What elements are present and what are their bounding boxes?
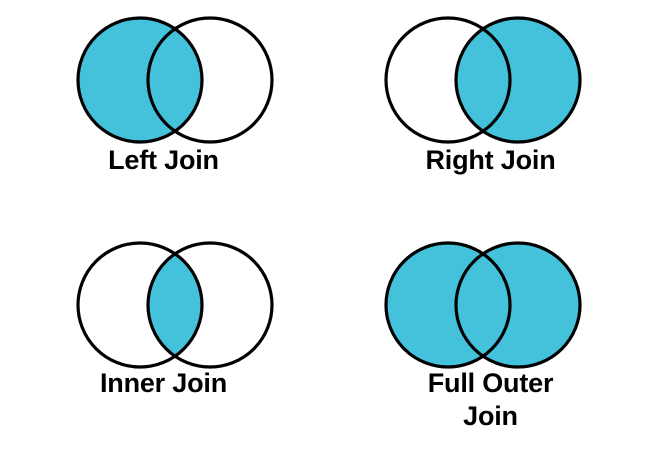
diagram-full-outer-join: Full Outer Join [327, 237, 654, 474]
right-circle-outline [454, 241, 582, 369]
intersection-fill [148, 243, 202, 367]
label-inner-join: Inner Join [99, 368, 227, 398]
venn-svg-full-outer-join [384, 241, 582, 369]
label-full-outer-join: Full Outer Join [427, 368, 554, 431]
venn-svg-left-join [76, 16, 274, 144]
intersection-fill [148, 18, 202, 142]
venn-svg-inner-join [76, 241, 274, 369]
venn-svg-right-join [384, 16, 582, 144]
intersection-fill [456, 18, 510, 142]
left-circle-outline [384, 16, 512, 144]
left-circle-outline [76, 16, 204, 144]
right-circle-outline [146, 241, 274, 369]
right-circle-fill [456, 243, 580, 367]
diagram-right-join: Right Join [327, 0, 654, 237]
left-circle-outline [384, 241, 512, 369]
label-left-join: Left Join [108, 145, 219, 175]
right-circle-outline [146, 16, 274, 144]
label-right-join: Right Join [425, 145, 556, 175]
right-circle-outline [454, 16, 582, 144]
left-circle-outline [76, 241, 204, 369]
diagram-left-join: Left Join [0, 0, 327, 237]
diagram-inner-join: Inner Join [0, 237, 327, 474]
